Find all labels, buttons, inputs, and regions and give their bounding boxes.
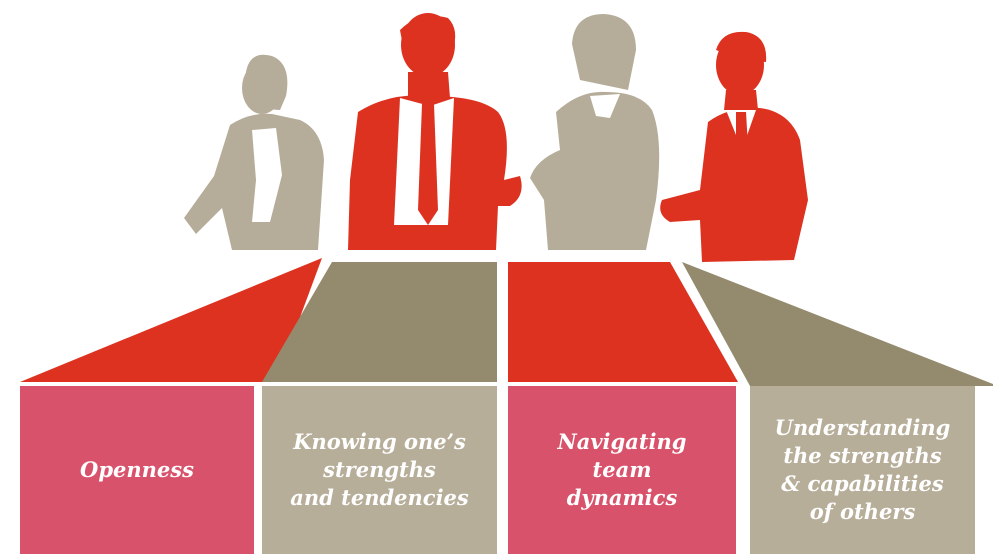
pillar-4 bbox=[750, 386, 975, 554]
pillar-label-openness: Openness bbox=[20, 386, 254, 554]
pillar-label-line: dynamics bbox=[566, 485, 678, 510]
pillar-label-line: & capabilities bbox=[781, 471, 944, 496]
person-silhouette-man-red-left bbox=[348, 13, 522, 250]
pillar-label-line: Openness bbox=[80, 457, 194, 482]
pillar-label-line: Knowing one’s bbox=[293, 429, 466, 454]
pillar-label-line: and tendencies bbox=[290, 485, 469, 510]
pillar-label-line: team bbox=[592, 457, 652, 482]
roof-panel-1 bbox=[20, 258, 322, 382]
pillar-label-line: of others bbox=[809, 499, 916, 524]
roof-panel-4 bbox=[682, 262, 993, 386]
pillar-label-line: Understanding bbox=[774, 415, 951, 440]
pillar-label-knowing-strengths: Knowing one’s strengths and tendencies bbox=[262, 386, 497, 554]
person-silhouette-man-red-right bbox=[660, 31, 808, 263]
roof-panel-2 bbox=[262, 262, 497, 382]
pillar-label-line: the strengths bbox=[783, 443, 942, 468]
pillar-label-line: strengths bbox=[323, 457, 436, 482]
person-silhouette-woman-right bbox=[530, 14, 660, 250]
pillar-1 bbox=[20, 386, 254, 554]
roof-panel-3 bbox=[508, 262, 738, 382]
pillar-2 bbox=[262, 386, 497, 554]
person-silhouette-woman-left bbox=[184, 54, 324, 250]
pillar-label-line: Navigating bbox=[557, 429, 687, 454]
pillar-3 bbox=[508, 386, 736, 554]
pillar-label-team-dynamics: Navigating team dynamics bbox=[508, 386, 736, 554]
pillar-label-understanding-others: Understanding the strengths & capabiliti… bbox=[750, 386, 975, 554]
